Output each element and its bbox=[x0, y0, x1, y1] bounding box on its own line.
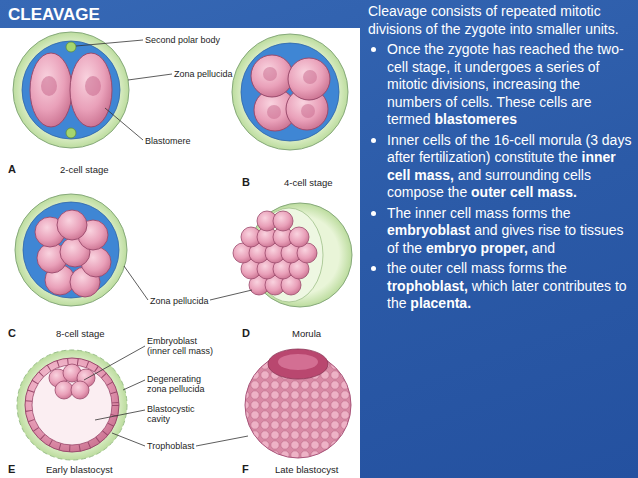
callout-label: Zona pellucida bbox=[174, 69, 233, 79]
panel-letter: C bbox=[8, 327, 16, 339]
bold-term: blastomeres bbox=[434, 111, 516, 127]
stage-caption: Early blastocyst bbox=[46, 464, 113, 475]
bullet-dot bbox=[371, 266, 376, 271]
bold-term: mass. bbox=[537, 184, 577, 200]
late-blastocyst bbox=[245, 349, 351, 458]
bullet-text: Once the zygote has reached the two-cell… bbox=[387, 41, 632, 129]
stage-caption: 4-cell stage bbox=[284, 177, 333, 188]
bullet-dot bbox=[371, 211, 376, 216]
stage-caption: 2-cell stage bbox=[60, 164, 109, 175]
bold-term: inner bbox=[582, 149, 616, 165]
callout-label: Blastocystic cavity bbox=[147, 404, 217, 424]
callout-label: Trophoblast bbox=[147, 441, 194, 451]
callout-label: Degenerating zona pellucida bbox=[147, 374, 217, 394]
bullet-text: Inner cells of the 16-cell morula (3 day… bbox=[387, 132, 632, 202]
text-column: Cleavage consists of repeated mitotic di… bbox=[368, 3, 632, 316]
bold-term: placenta. bbox=[410, 295, 471, 311]
leader-lines bbox=[76, 40, 252, 446]
paragraph-text: Cleavage consists of repeated mitotic di… bbox=[368, 3, 632, 38]
panel-letter: F bbox=[242, 463, 249, 475]
intro-paragraph: Cleavage consists of repeated mitotic di… bbox=[368, 3, 632, 38]
stage-caption: Morula bbox=[292, 328, 321, 339]
bullet-text: The inner cell mass forms the embryoblas… bbox=[387, 205, 632, 258]
bold-term: embryo bbox=[426, 240, 477, 256]
slide-title: CLEAVAGE bbox=[8, 5, 100, 25]
bullet-dot bbox=[371, 138, 376, 143]
callout-label: Zona pellucida bbox=[150, 296, 209, 306]
bold-term: outer bbox=[471, 184, 506, 200]
bullet-dot bbox=[371, 47, 376, 52]
bullet-text: the outer cell mass forms the trophoblas… bbox=[387, 260, 632, 313]
panel-letter: E bbox=[8, 463, 15, 475]
bold-term: proper, bbox=[480, 240, 527, 256]
eight-cell-embryo bbox=[15, 194, 127, 306]
bullet-item: the outer cell mass forms the trophoblas… bbox=[368, 260, 632, 313]
bold-term: mass, bbox=[414, 167, 454, 183]
bold-term: cell bbox=[510, 184, 533, 200]
callout-label: Second polar body bbox=[145, 35, 220, 45]
stage-caption: 8-cell stage bbox=[56, 328, 105, 339]
panel-letter: A bbox=[8, 163, 16, 175]
four-cell-embryo bbox=[232, 34, 348, 150]
bullet-item: Once the zygote has reached the two-cell… bbox=[368, 41, 632, 129]
panel-letter: D bbox=[242, 327, 250, 339]
stage-caption: Late blastocyst bbox=[275, 464, 338, 475]
bold-term: trophoblast, bbox=[387, 278, 468, 294]
bold-term: embryoblast bbox=[387, 222, 470, 238]
bullet-item: The inner cell mass forms the embryoblas… bbox=[368, 205, 632, 258]
panel-letter: B bbox=[242, 176, 250, 188]
callout-label: Blastomere bbox=[145, 136, 191, 146]
morula bbox=[233, 203, 352, 307]
bullet-item: Inner cells of the 16-cell morula (3 day… bbox=[368, 132, 632, 202]
two-cell-embryo bbox=[13, 32, 129, 148]
early-blastocyst bbox=[17, 350, 127, 460]
callout-label: Embryoblast (inner cell mass) bbox=[147, 336, 217, 356]
bold-term: cell bbox=[387, 167, 410, 183]
